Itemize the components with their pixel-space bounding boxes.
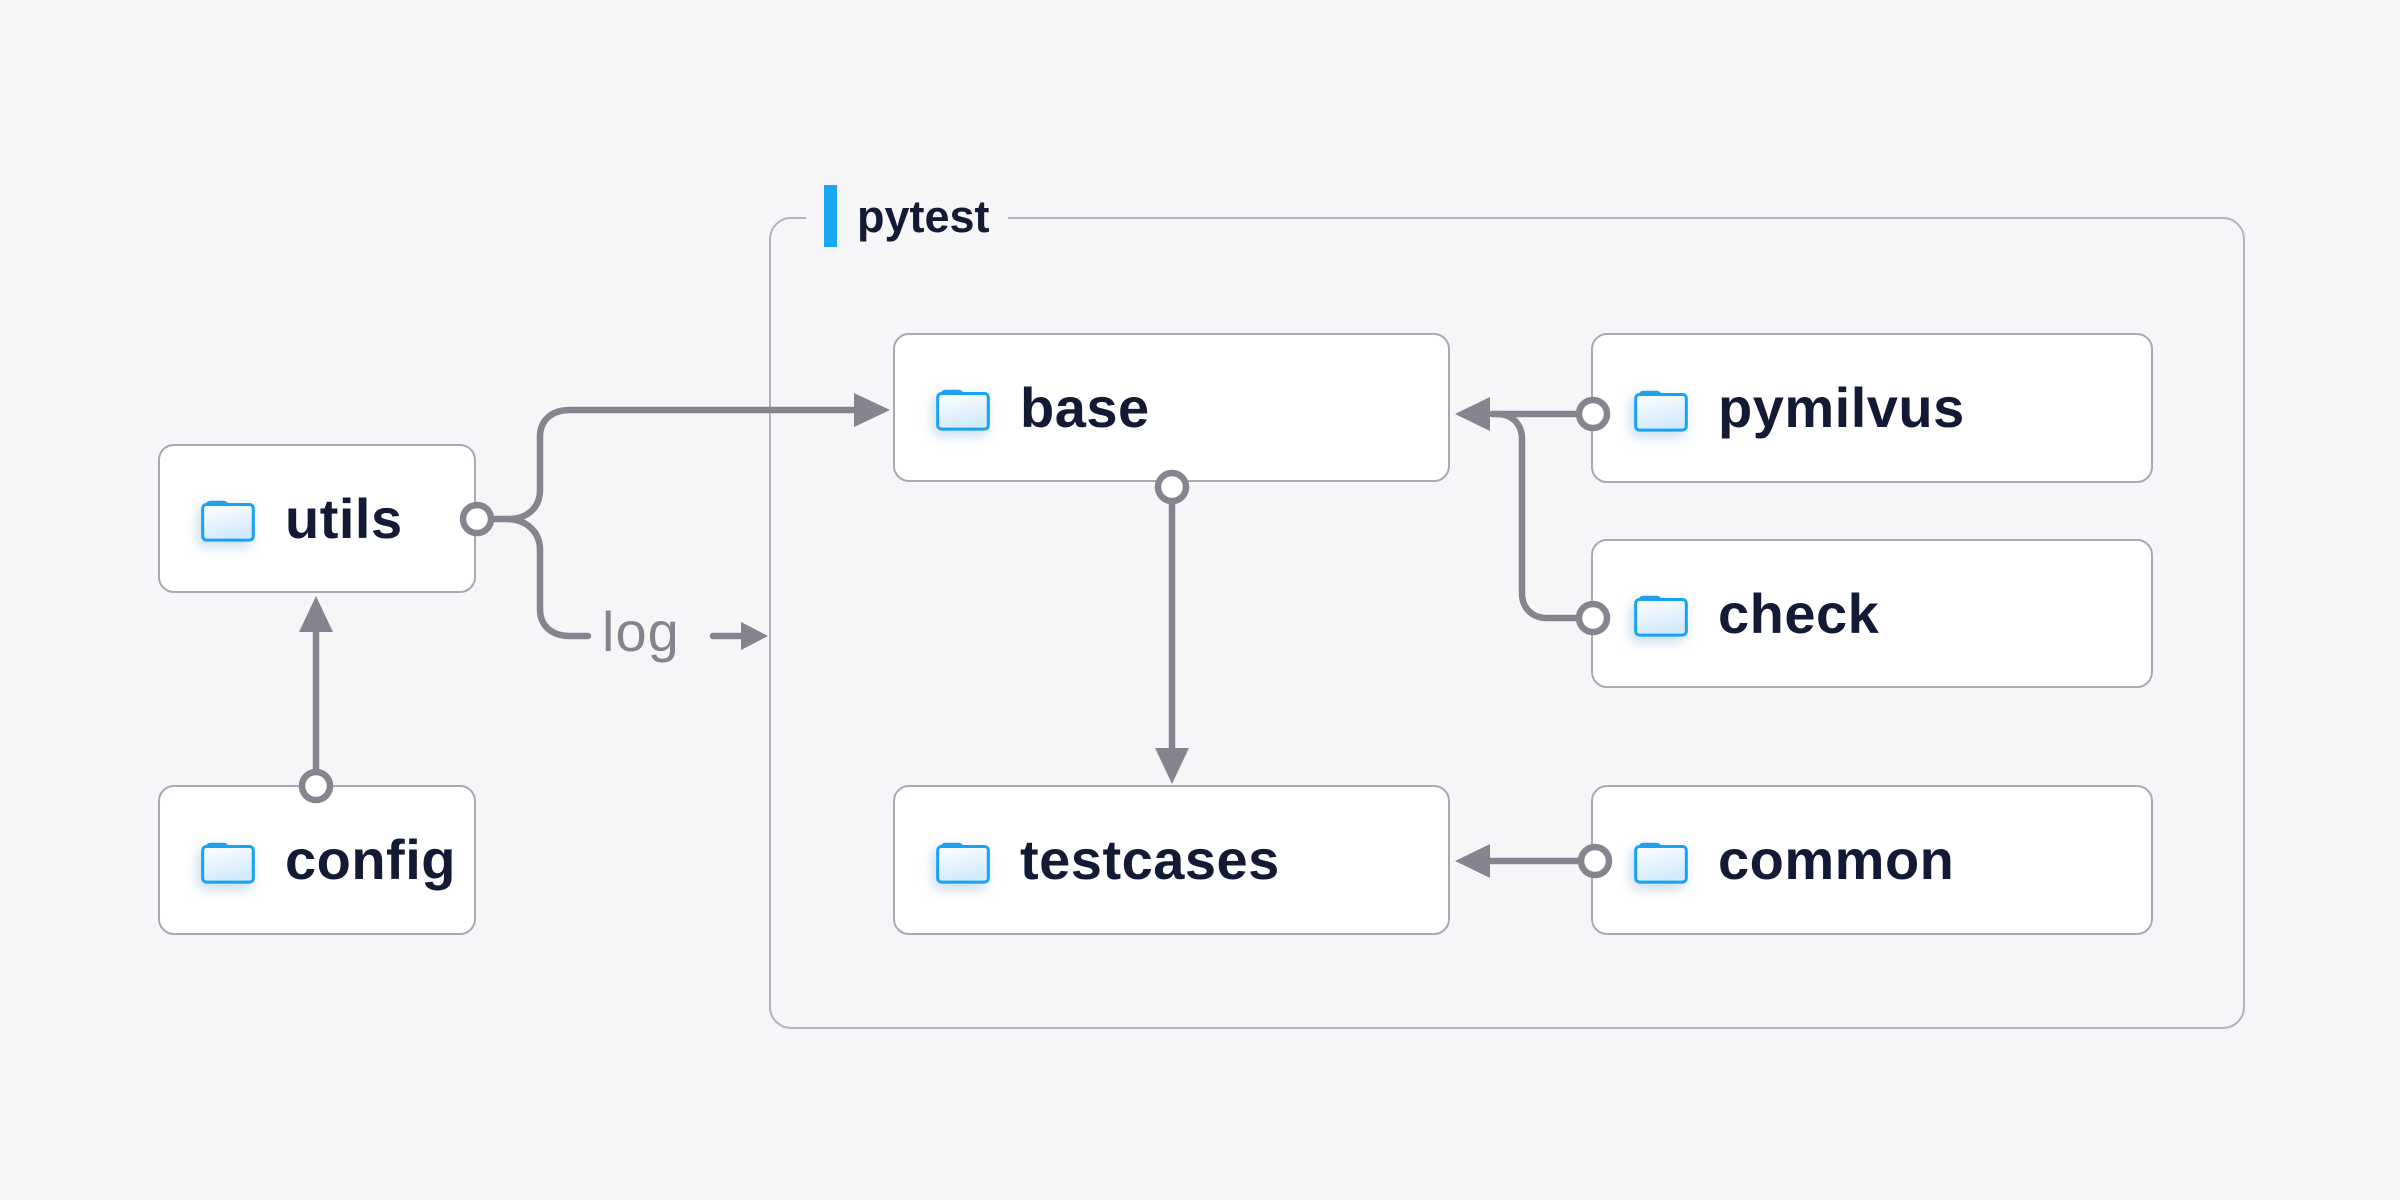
- pytest-group-container: [769, 217, 2245, 1029]
- node-label: testcases: [1020, 828, 1280, 891]
- log-edge-label: log: [602, 600, 680, 663]
- node-label: pymilvus: [1718, 376, 1965, 439]
- group-title: pytest: [857, 190, 990, 242]
- node-utils: utils: [158, 444, 476, 593]
- folder-icon: [933, 383, 993, 432]
- node-testcases: testcases: [893, 785, 1450, 935]
- folder-icon: [1631, 836, 1691, 885]
- node-label: utils: [285, 486, 403, 550]
- folder-icon: [933, 836, 993, 885]
- node-pymilvus: pymilvus: [1591, 333, 2153, 483]
- pytest-group-label: pytest: [806, 183, 1008, 249]
- folder-icon: [198, 494, 258, 543]
- accent-bar: [824, 185, 837, 247]
- folder-icon: [198, 836, 258, 885]
- node-config: config: [158, 785, 476, 935]
- node-label: check: [1718, 581, 1880, 645]
- node-check: check: [1591, 539, 2153, 688]
- node-label: base: [1020, 375, 1150, 439]
- node-common: common: [1591, 785, 2153, 935]
- node-base: base: [893, 333, 1450, 482]
- arrowhead-icon: [741, 622, 768, 650]
- node-label: common: [1718, 828, 1955, 891]
- folder-icon: [1631, 589, 1691, 638]
- folder-icon: [1631, 384, 1691, 433]
- node-label: config: [285, 828, 456, 891]
- edge-config-utils: [298, 596, 334, 804]
- arrowhead-icon: [299, 596, 333, 632]
